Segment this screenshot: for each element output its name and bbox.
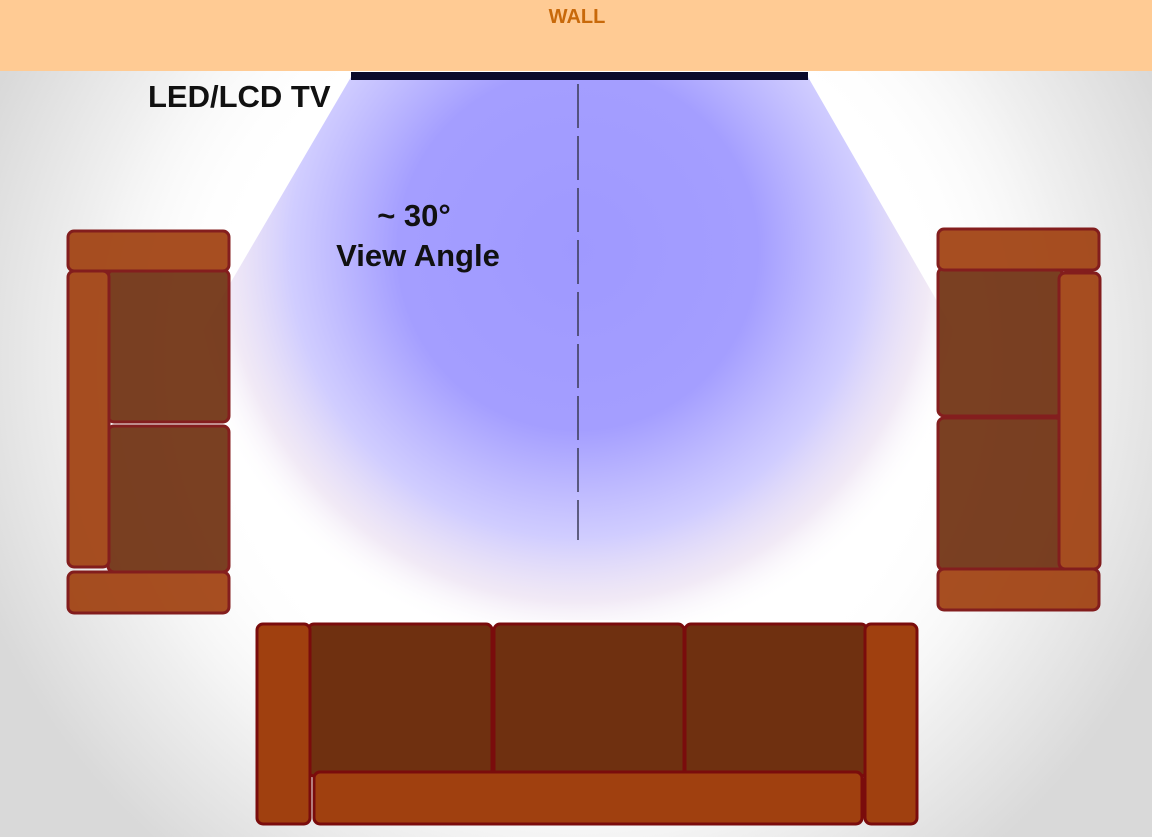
tv-label: LED/LCD TV bbox=[148, 79, 331, 114]
right-armchair-cushion-bottom bbox=[936, 416, 1064, 572]
right-armchair-arm-bottom bbox=[936, 567, 1101, 612]
viewing-cone bbox=[40, 77, 1110, 620]
sofa bbox=[255, 622, 919, 826]
tv-screen bbox=[351, 72, 808, 80]
view-angle-degrees: ~ 30° bbox=[377, 198, 451, 233]
right-armchair bbox=[936, 227, 1102, 612]
wall bbox=[0, 0, 1152, 71]
right-armchair-cushion-top bbox=[936, 266, 1064, 418]
left-armchair-cushion-top bbox=[106, 268, 231, 424]
sofa-arm-right bbox=[863, 622, 919, 826]
left-armchair-cushion-bottom bbox=[106, 424, 231, 574]
right-armchair-arm-top bbox=[936, 227, 1101, 272]
sofa-cushion-left bbox=[306, 622, 494, 778]
left-armchair-arm-bottom bbox=[66, 570, 231, 615]
sofa-cushion-middle bbox=[492, 622, 686, 778]
wall-label: WALL bbox=[549, 6, 606, 28]
sofa-back bbox=[312, 770, 864, 826]
sofa-cushion-right bbox=[683, 622, 869, 778]
left-armchair-back bbox=[66, 269, 111, 569]
view-angle-label: View Angle bbox=[336, 238, 500, 273]
right-armchair-back bbox=[1057, 271, 1102, 571]
left-armchair bbox=[66, 229, 231, 615]
sofa-arm-left bbox=[255, 622, 312, 826]
left-armchair-arm-top bbox=[66, 229, 231, 273]
